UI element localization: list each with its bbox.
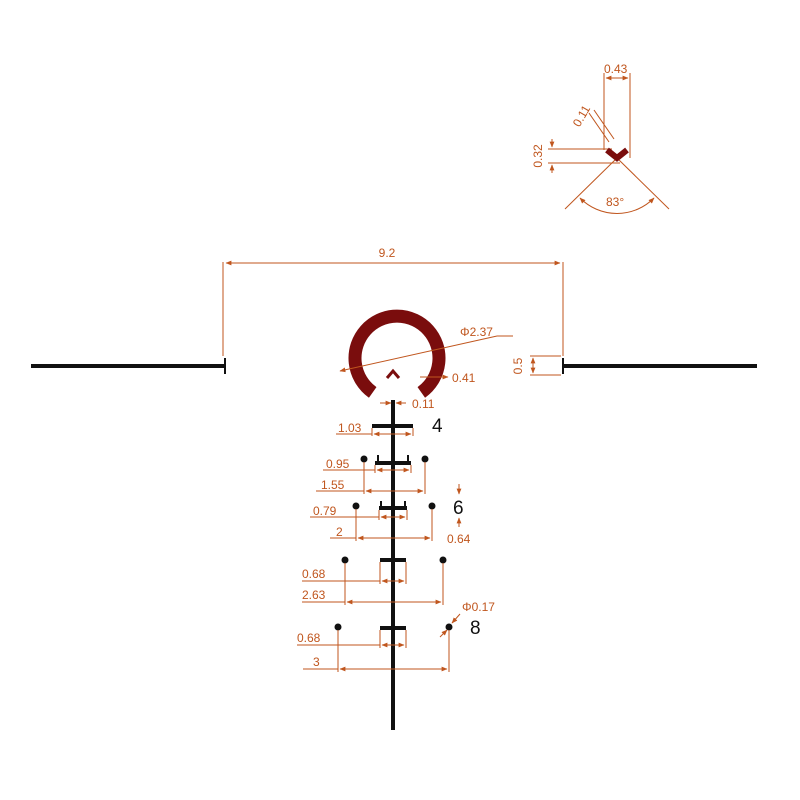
windage-dot bbox=[439, 556, 447, 564]
dim-ring-diameter: Φ2.37 bbox=[460, 325, 493, 339]
dim-bar4-dot-span: 2.63 bbox=[302, 588, 326, 602]
range-mark-4: 4 bbox=[432, 416, 443, 437]
dim-bar1-width: 1.03 bbox=[338, 421, 362, 435]
dim-post-thickness: 0.5 bbox=[511, 357, 525, 374]
reticle-lines bbox=[31, 358, 757, 730]
dim-bar2-dot-span: 1.55 bbox=[321, 478, 345, 492]
dim-bar2-width: 0.95 bbox=[326, 457, 350, 471]
dim-line-thickness: 0.11 bbox=[412, 397, 435, 411]
dim-bar4-width: 0.68 bbox=[302, 567, 326, 581]
windage-dot bbox=[341, 556, 349, 564]
dim-chevron-angle: 83° bbox=[606, 195, 624, 209]
dim-bar5-width: 0.68 bbox=[297, 631, 321, 645]
dim-chevron-height: 0.32 bbox=[531, 144, 545, 168]
windage-dot bbox=[360, 455, 368, 463]
dim-chevron-width: 0.43 bbox=[604, 62, 628, 76]
windage-dot bbox=[352, 502, 360, 510]
chevron-detail bbox=[605, 147, 629, 162]
dim-bar5-dot-span: 3 bbox=[313, 655, 320, 669]
range-labels: 4 6 8 bbox=[432, 416, 481, 639]
dimension-lines bbox=[222, 73, 670, 672]
windage-dot bbox=[421, 455, 429, 463]
dimension-labels: 9.2 0.5 Φ2.37 0.41 0.11 1.03 0.95 1.55 0… bbox=[297, 62, 628, 669]
dim-dot-diameter: Φ0.17 bbox=[462, 600, 495, 614]
center-chevron bbox=[385, 368, 401, 379]
dim-dot-spacing: 0.64 bbox=[447, 532, 471, 546]
dim-bar3-width: 0.79 bbox=[313, 504, 337, 518]
dim-bar3-dot-span: 2 bbox=[336, 525, 343, 539]
illuminated-ring bbox=[348, 309, 446, 398]
dim-ring-gap: 0.41 bbox=[452, 371, 476, 385]
windage-dot bbox=[334, 623, 342, 631]
dim-chevron-thickness: 0.11 bbox=[570, 102, 594, 129]
dim-center-gap: 9.2 bbox=[379, 246, 396, 260]
windage-dot bbox=[445, 623, 453, 631]
range-mark-6: 6 bbox=[453, 498, 464, 519]
windage-dot bbox=[428, 502, 436, 510]
range-mark-8: 8 bbox=[470, 618, 481, 639]
